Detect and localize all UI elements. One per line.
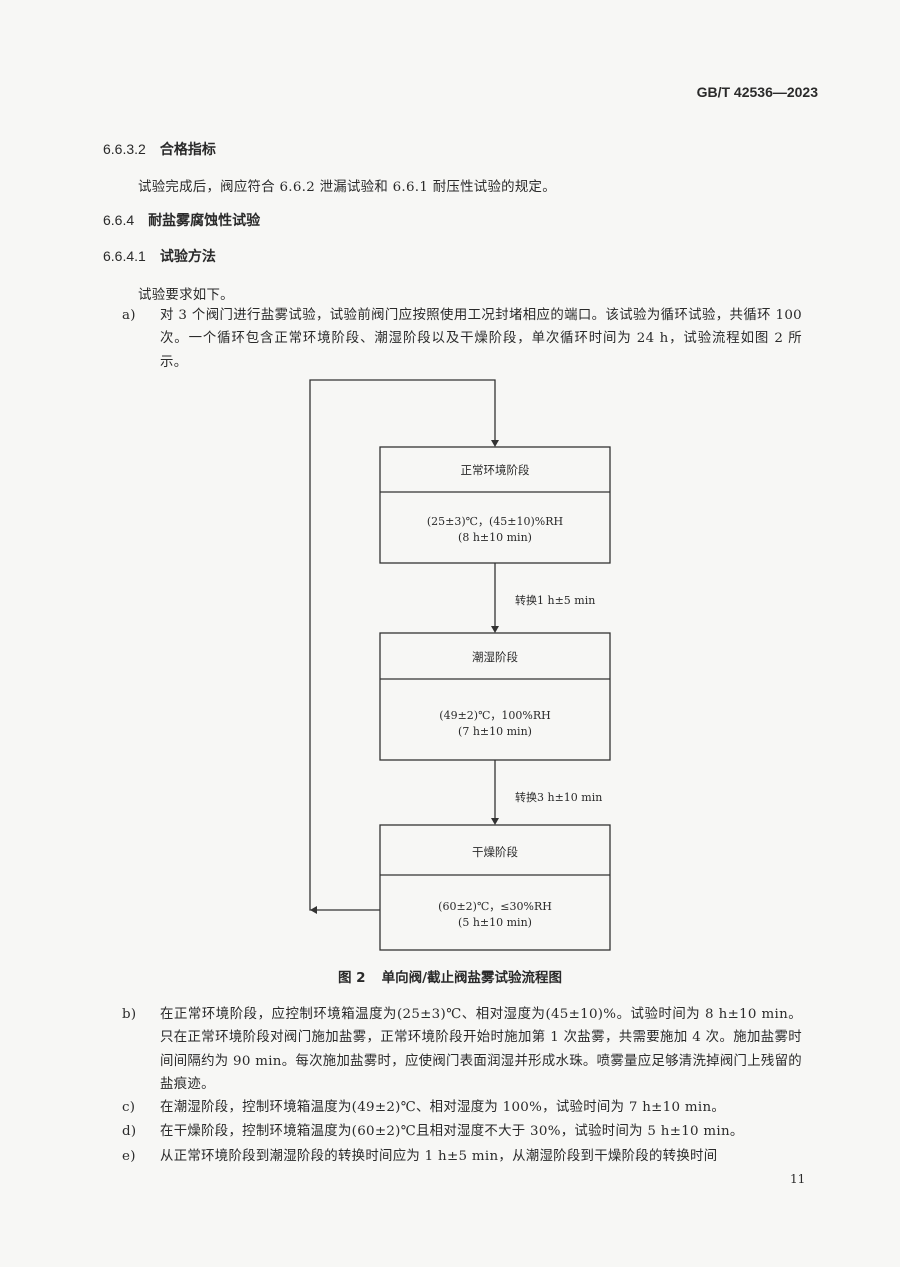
box-condition: (25±3)℃，(45±10)%RH — [427, 515, 563, 528]
section-number: 6.6.4 — [103, 212, 135, 228]
list-label: a) — [122, 308, 136, 323]
figure-number: 图 2 — [337, 970, 366, 986]
transition-label: 转换1 h±5 min — [515, 593, 595, 607]
loop-line — [309, 379, 496, 911]
list-item-e: e) 从正常环境阶段到潮湿阶段的转换时间应为 1 h±5 min，从潮湿阶段到干… — [122, 1145, 802, 1168]
paragraph: 试验要求如下。 — [138, 288, 234, 303]
list-text: 在正常环境阶段，应控制环境箱温度为(25±3)℃、相对湿度为(45±10)%。试… — [160, 1007, 802, 1092]
list-text: 对 3 个阀门进行盐雾试验，试验前阀门应按照使用工况封堵相应的端口。该试验为循环… — [160, 308, 802, 370]
section-title: 合格指标 — [159, 142, 216, 158]
page-number: 11 — [790, 1172, 806, 1186]
box-title: 潮湿阶段 — [472, 650, 518, 664]
box-title: 正常环境阶段 — [461, 463, 530, 477]
section-heading-6-6-4: 6.6.4 耐盐雾腐蚀性试验 — [103, 210, 260, 230]
box-duration: (5 h±10 min) — [458, 916, 532, 929]
box-condition: (60±2)℃，≤30%RH — [438, 900, 552, 913]
list-text: 在干燥阶段，控制环境箱温度为(60±2)℃且相对湿度不大于 30%，试验时间为 … — [160, 1124, 744, 1139]
list-item-b: b) 在正常环境阶段，应控制环境箱温度为(25±3)℃、相对湿度为(45±10)… — [122, 1003, 802, 1096]
arrowhead — [491, 440, 499, 447]
figure-title: 单向阀/截止阀盐雾试验流程图 — [381, 970, 563, 986]
list-label: e) — [122, 1149, 136, 1164]
section-heading-6-6-3-2: 6.6.3.2 合格指标 — [103, 139, 216, 159]
list-label: b) — [122, 1007, 137, 1022]
arrowhead — [491, 818, 499, 825]
section-title: 耐盐雾腐蚀性试验 — [148, 213, 261, 229]
list-text: 在潮湿阶段，控制环境箱温度为(49±2)℃、相对湿度为 100%，试验时间为 7… — [160, 1100, 726, 1115]
list-item-d: d) 在干燥阶段，控制环境箱温度为(60±2)℃且相对湿度不大于 30%，试验时… — [122, 1120, 802, 1143]
box-duration: (7 h±10 min) — [458, 725, 532, 738]
box-title: 干燥阶段 — [472, 845, 518, 859]
box-duration: (8 h±10 min) — [458, 531, 532, 544]
list-label: c) — [122, 1100, 136, 1115]
paragraph: 试验完成后，阀应符合 6.6.2 泄漏试验和 6.6.1 耐压性试验的规定。 — [138, 180, 556, 195]
transition-label: 转换3 h±10 min — [515, 790, 602, 804]
box-dry — [379, 824, 611, 951]
section-heading-6-6-4-1: 6.6.4.1 试验方法 — [103, 246, 216, 266]
section-title: 试验方法 — [159, 249, 216, 265]
standard-number: GB/T 42536—2023 — [696, 84, 818, 100]
list-text: 从正常环境阶段到潮湿阶段的转换时间应为 1 h±5 min，从潮湿阶段到干燥阶段… — [160, 1149, 718, 1164]
section-number: 6.6.4.1 — [103, 248, 146, 264]
arrowhead — [310, 906, 317, 914]
list-item-a: a) 对 3 个阀门进行盐雾试验，试验前阀门应按照使用工况封堵相应的端口。该试验… — [122, 304, 802, 374]
section-number: 6.6.3.2 — [103, 141, 146, 157]
box-condition: (49±2)℃，100%RH — [439, 709, 550, 722]
arrowhead — [491, 626, 499, 633]
list-item-c: c) 在潮湿阶段，控制环境箱温度为(49±2)℃、相对湿度为 100%，试验时间… — [122, 1096, 802, 1119]
figure-caption: 图 2 单向阀/截止阀盐雾试验流程图 — [0, 966, 900, 986]
list-label: d) — [122, 1124, 137, 1139]
